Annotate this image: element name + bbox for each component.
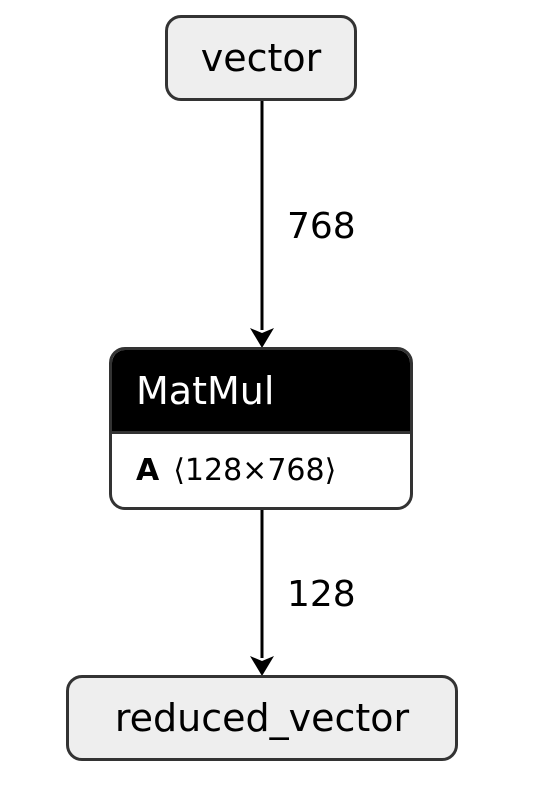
node-vector[interactable]: vector xyxy=(165,15,357,101)
node-reduced-vector-label: reduced_vector xyxy=(114,696,410,740)
node-reduced-vector[interactable]: reduced_vector xyxy=(66,675,458,761)
attribute-shape: ⟨128×768⟩ xyxy=(173,453,337,488)
node-vector-label: vector xyxy=(200,36,322,80)
edge-label-768: 768 xyxy=(287,206,356,247)
arrowhead-icon xyxy=(250,328,274,348)
arrowhead-icon xyxy=(250,656,274,676)
edge-vector-to-matmul xyxy=(250,101,274,348)
attribute-name: A xyxy=(136,453,160,488)
edge-label-128: 128 xyxy=(287,574,356,615)
node-matmul-attribute: A ⟨128×768⟩ xyxy=(112,434,410,507)
node-matmul[interactable]: MatMul A ⟨128×768⟩ xyxy=(109,347,413,510)
edge-matmul-to-reduced-vector xyxy=(250,510,274,676)
node-matmul-header: MatMul xyxy=(112,350,410,434)
node-matmul-title: MatMul xyxy=(136,368,275,413)
